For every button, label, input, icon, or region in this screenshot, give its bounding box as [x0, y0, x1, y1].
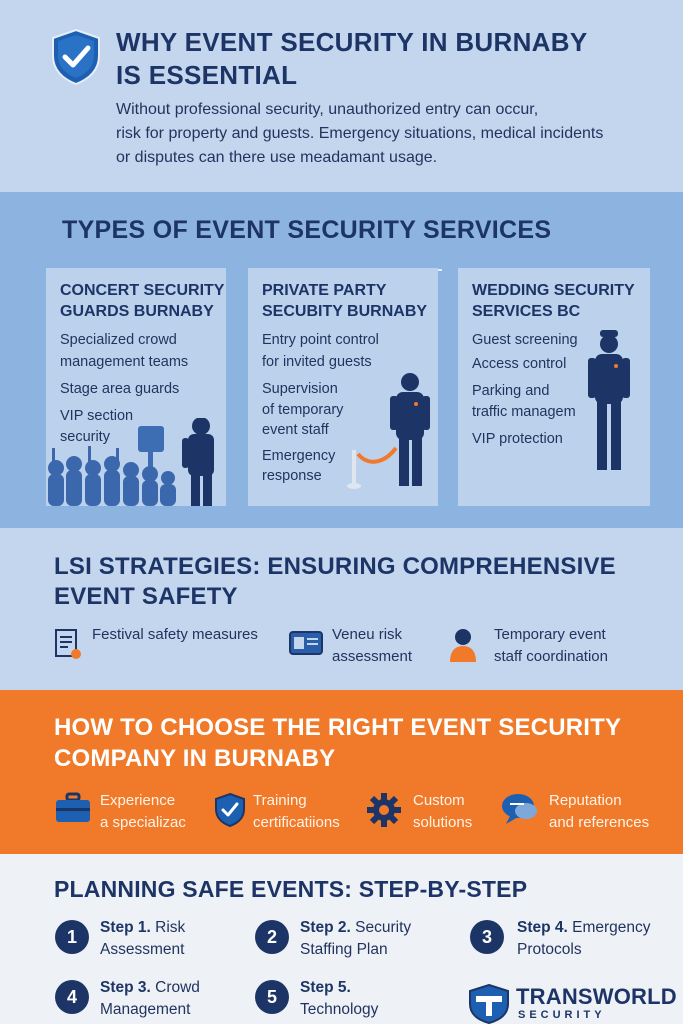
card-item: Supervision	[262, 381, 338, 397]
steps-title: PLANNING SAFE EVENTS: STEP-BY-STEP	[54, 876, 528, 902]
card-item: for invited guests	[262, 354, 372, 370]
card-item: Emergency	[262, 448, 336, 464]
types-title: TYPES OF EVENT SECURITY SERVICES	[62, 216, 552, 244]
gear-icon	[367, 793, 401, 827]
why-body: Without professional security, unauthori…	[116, 101, 604, 166]
lsi-item: Festival safety measures	[92, 626, 258, 643]
shield-check-icon	[215, 792, 245, 828]
logo-shield-icon	[469, 984, 509, 1024]
guard-with-rope-illustration	[347, 373, 430, 489]
card-item: of temporary	[262, 402, 344, 418]
types-section: TYPES OF EVENT SECURITY SERVICES CONCERT…	[0, 192, 683, 528]
checklist-icon	[55, 629, 81, 659]
card-item: Access control	[472, 356, 567, 372]
card-item: VIP protection	[472, 431, 563, 447]
crowd-illustration	[48, 418, 214, 506]
card-item: traffic managem	[472, 404, 576, 420]
shield-check-icon	[52, 28, 100, 86]
card-item: Specialized crowd	[60, 332, 177, 348]
transworld-logo: TRANSWORLD SECURITY	[468, 984, 677, 1024]
card-item: event staff	[262, 422, 329, 438]
card-item: VIP section	[60, 408, 134, 424]
person-icon	[450, 629, 476, 662]
step-number: 1	[55, 920, 89, 954]
card-item: Parking and	[472, 383, 550, 399]
steps-section: PLANNING SAFE EVENTS: STEP-BY-STEP 1 Ste…	[0, 854, 683, 1024]
card-item: Entry point control	[262, 332, 379, 348]
step-item: Step 5.Technology	[300, 979, 379, 1018]
card-item: security	[60, 429, 110, 445]
step-number: 5	[255, 980, 289, 1014]
step-number: 2	[255, 920, 289, 954]
card-item: Guest screening	[472, 332, 578, 348]
logo-wordmark: TRANSWORLD	[516, 984, 677, 1009]
speech-bubble-icon	[502, 794, 537, 824]
guard-illustration	[588, 330, 630, 470]
step-number: 4	[55, 980, 89, 1014]
logo-subtitle: SECURITY	[518, 1009, 606, 1021]
card-item: management teams	[60, 354, 189, 370]
card-item: Stage area guards	[60, 381, 180, 397]
card-item: response	[262, 468, 322, 484]
briefcase-icon	[56, 792, 90, 822]
step-number: 3	[470, 920, 504, 954]
id-card-icon	[289, 631, 323, 655]
